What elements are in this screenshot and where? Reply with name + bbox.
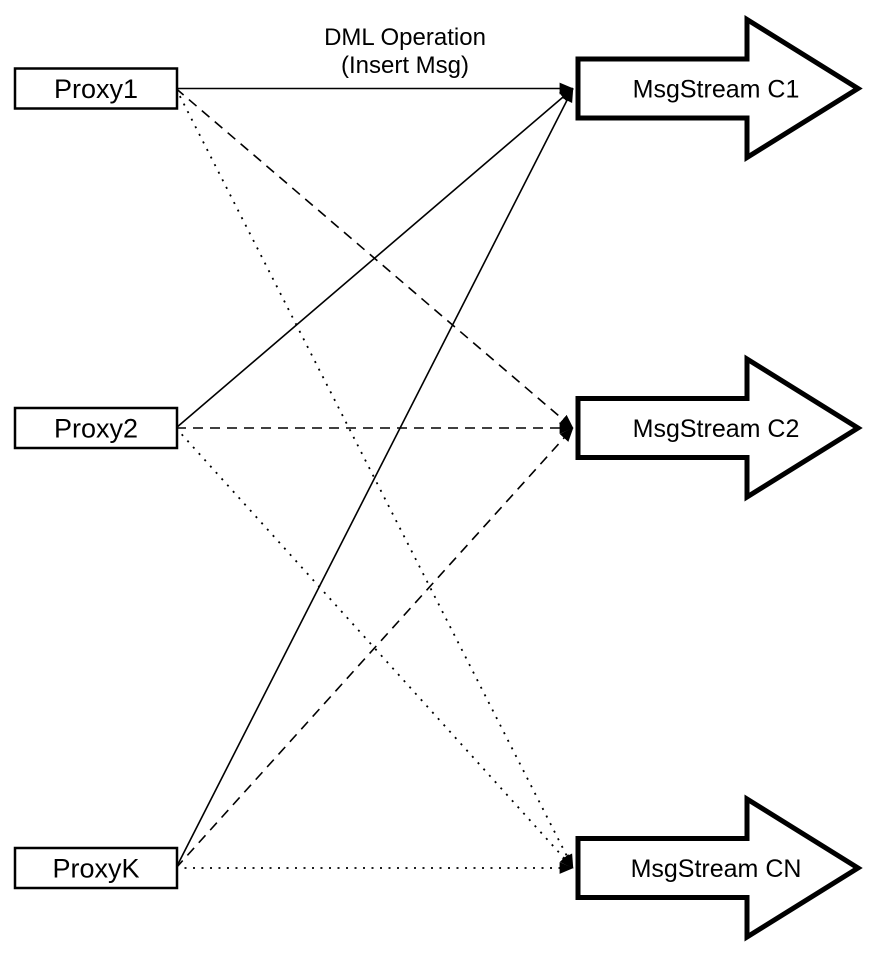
proxy1-box <box>13 67 179 110</box>
proxyk-label: ProxyK <box>52 854 139 884</box>
diagram-title-line1: DML Operation <box>324 24 486 51</box>
edge-proxy1-to-c2-dashed <box>175 87 574 429</box>
msgstream-c1-block-arrow-icon <box>575 15 863 162</box>
diagram-title-line2: (Insert Msg) <box>341 52 469 79</box>
msgstream-c2-label: MsgStream C2 <box>633 415 800 443</box>
edge-proxy1-to-cn-dotted <box>175 88 574 869</box>
proxy2-box <box>13 406 179 450</box>
node-msgstream-cn: MsgStream CN <box>575 794 863 942</box>
proxy2-label: Proxy2 <box>54 414 138 444</box>
node-msgstream-c1: MsgStream C1 <box>575 15 863 162</box>
proxyk-box <box>13 846 179 890</box>
node-msgstream-c2: MsgStream C2 <box>575 354 863 502</box>
msgstream-c1-label: MsgStream C1 <box>633 76 800 104</box>
node-proxyk: ProxyK <box>13 846 179 890</box>
node-proxy1: Proxy1 <box>13 67 179 110</box>
edge-proxyk-to-c1-solid <box>175 87 574 869</box>
msgstream-c2-block-arrow-icon <box>575 354 863 502</box>
msgstream-cn-block-arrow-icon <box>575 794 863 942</box>
proxy1-label: Proxy1 <box>54 74 138 104</box>
edge-proxy2-to-cn-dotted <box>175 427 574 869</box>
edge-proxyk-to-c2-dashed <box>175 427 574 869</box>
node-proxy2: Proxy2 <box>13 406 179 450</box>
msgstream-cn-label: MsgStream CN <box>631 855 802 883</box>
